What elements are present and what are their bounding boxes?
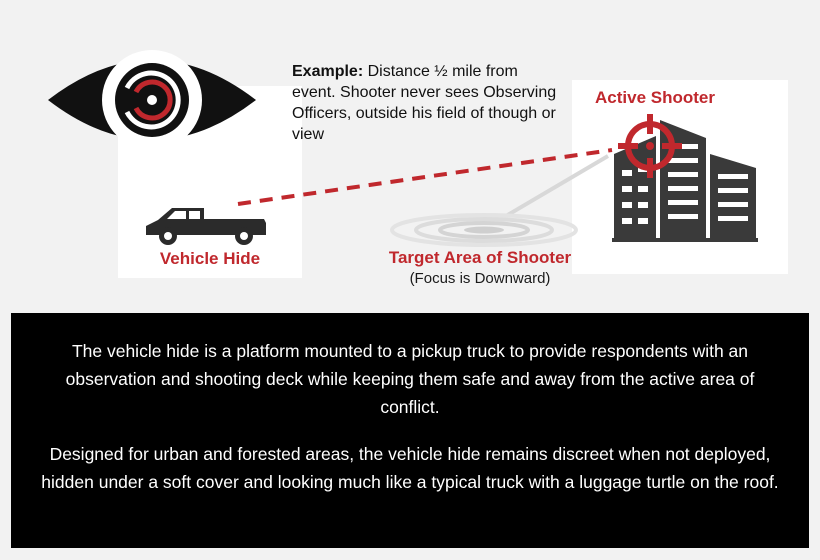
example-note: Example: Distance ½ mile from event. Sho… <box>292 61 562 145</box>
example-lead: Example: <box>292 63 364 80</box>
building-icon <box>612 114 758 242</box>
target-rings-icon <box>390 213 578 247</box>
description-box: The vehicle hide is a platform mounted t… <box>11 313 809 548</box>
vehicle-hide-label: Vehicle Hide <box>159 249 261 268</box>
focus-note: (Focus is Downward) <box>409 270 551 287</box>
pickup-truck-icon <box>146 208 266 245</box>
description-paragraph-2: Designed for urban and forested areas, t… <box>41 444 779 492</box>
eye-icon <box>48 50 256 150</box>
description-paragraph-1: The vehicle hide is a platform mounted t… <box>65 341 755 417</box>
target-area-label: Target Area of Shooter <box>388 248 572 267</box>
crosshair-icon <box>618 114 682 178</box>
example-body: Distance ½ mile from event. Shooter neve… <box>292 63 557 143</box>
active-shooter-label: Active Shooter <box>595 88 715 107</box>
